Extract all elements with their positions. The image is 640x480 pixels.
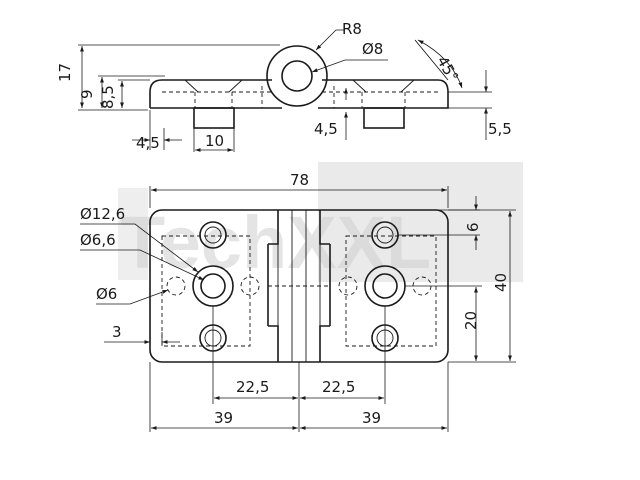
label-w39-right: 39 <box>362 409 381 427</box>
label-w4_5-left: 4,5 <box>136 134 160 152</box>
side-view: R8 Ø8 45° 17 9 8,5 4,5 10 <box>56 20 512 152</box>
label-h4_5-mid: 4,5 <box>314 120 338 138</box>
watermark: TechXXL <box>118 162 523 284</box>
label-w22_5-left: 22,5 <box>236 378 269 396</box>
label-w78: 78 <box>290 171 309 189</box>
label-d12_6: Ø12,6 <box>80 205 125 223</box>
label-h6: 6 <box>464 222 482 232</box>
label-d6_6: Ø6,6 <box>80 231 116 249</box>
label-h9: 9 <box>78 89 96 99</box>
label-h40: 40 <box>492 273 510 292</box>
label-h5_5: 5,5 <box>488 120 512 138</box>
top-view: 78 Ø12,6 Ø6,6 Ø6 3 6 40 20 <box>80 171 516 432</box>
label-w3: 3 <box>112 323 122 341</box>
label-h17: 17 <box>56 63 74 82</box>
label-h20: 20 <box>462 311 480 330</box>
label-r8: R8 <box>342 20 362 38</box>
label-w22_5-right: 22,5 <box>322 378 355 396</box>
watermark-text: TechXXL <box>120 201 431 284</box>
label-d8: Ø8 <box>362 40 383 58</box>
label-w10: 10 <box>205 132 224 150</box>
label-d6: Ø6 <box>96 285 117 303</box>
label-w39-left: 39 <box>214 409 233 427</box>
label-h8_5: 8,5 <box>99 85 117 109</box>
